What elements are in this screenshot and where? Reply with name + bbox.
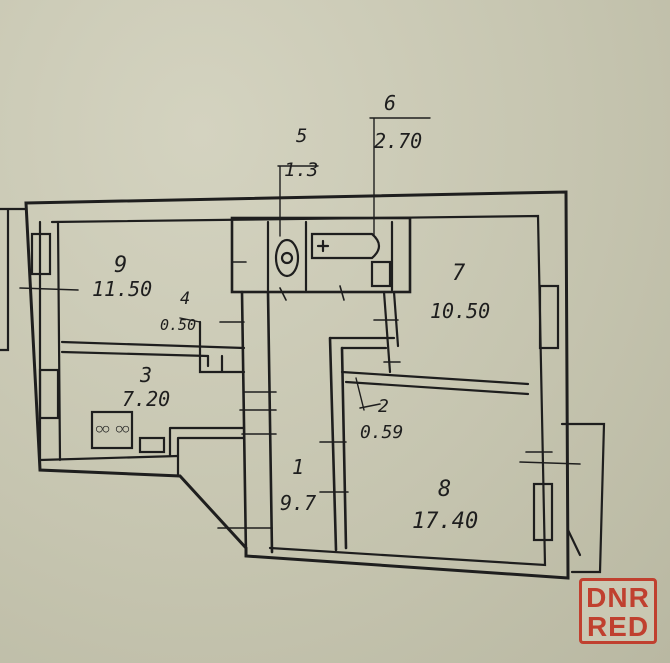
room-2-number: 2 — [378, 396, 389, 417]
room-labels: 6 2.70 5 1.3 9 11.50 4 0.50 7 10.50 3 7.… — [92, 91, 490, 534]
closet-4-walls — [198, 320, 246, 374]
partition-2 — [382, 290, 400, 374]
watermark-line-2: RED — [586, 611, 650, 642]
watermark-line-1: DNR — [586, 582, 650, 613]
room-1-number: 1 — [292, 455, 304, 479]
dimension-ticks — [19, 261, 581, 529]
sink-fixture — [370, 260, 392, 288]
left-outer-jog — [0, 207, 28, 352]
stove-fixture — [90, 410, 134, 450]
leader-6 — [369, 117, 431, 237]
corridor-right-wall — [328, 336, 348, 552]
room-9-area: 11.50 — [92, 277, 152, 301]
leader-2 — [355, 377, 365, 411]
room-7-number: 7 — [452, 261, 466, 286]
corridor-left-wall — [240, 290, 274, 558]
leader-5 — [277, 165, 319, 237]
kitchen-step — [168, 426, 246, 478]
room-6-area: 2.70 — [374, 129, 422, 153]
leader-4 — [179, 317, 201, 323]
room-4-area: 0.50 — [160, 316, 196, 334]
balcony — [560, 422, 606, 574]
toilet-fixture — [274, 238, 300, 278]
room-1-area: 9.7 — [280, 491, 316, 515]
partition-7-8 — [340, 370, 530, 396]
window-right-top — [538, 284, 560, 350]
watermark-logo: DNR RED — [579, 578, 657, 644]
room-8-number: 8 — [438, 477, 451, 502]
partition-9-3 — [60, 340, 246, 358]
bathtub-fixture — [310, 232, 381, 260]
corridor-top — [328, 336, 396, 350]
room-8-area: 17.40 — [412, 509, 478, 534]
window-left-mid — [38, 368, 60, 420]
room-5-area: 1.3 — [284, 159, 318, 181]
room-6-number: 6 — [384, 91, 396, 115]
left-wall — [38, 220, 180, 472]
window-right-bottom — [532, 482, 554, 542]
room-3-area: 7.20 — [122, 387, 170, 411]
room-7-area: 10.50 — [430, 299, 490, 323]
stove-burners: ○○ ○○ — [96, 422, 129, 435]
bathroom-block — [230, 216, 412, 294]
room-4-number: 4 — [180, 289, 190, 309]
bathroom-divider — [266, 220, 394, 292]
window-left-top — [30, 232, 52, 276]
room-9-number: 9 — [114, 253, 127, 278]
room-3-number: 3 — [139, 363, 152, 387]
room-2-area: 0.59 — [360, 422, 403, 443]
room-5-number: 5 — [296, 125, 307, 147]
